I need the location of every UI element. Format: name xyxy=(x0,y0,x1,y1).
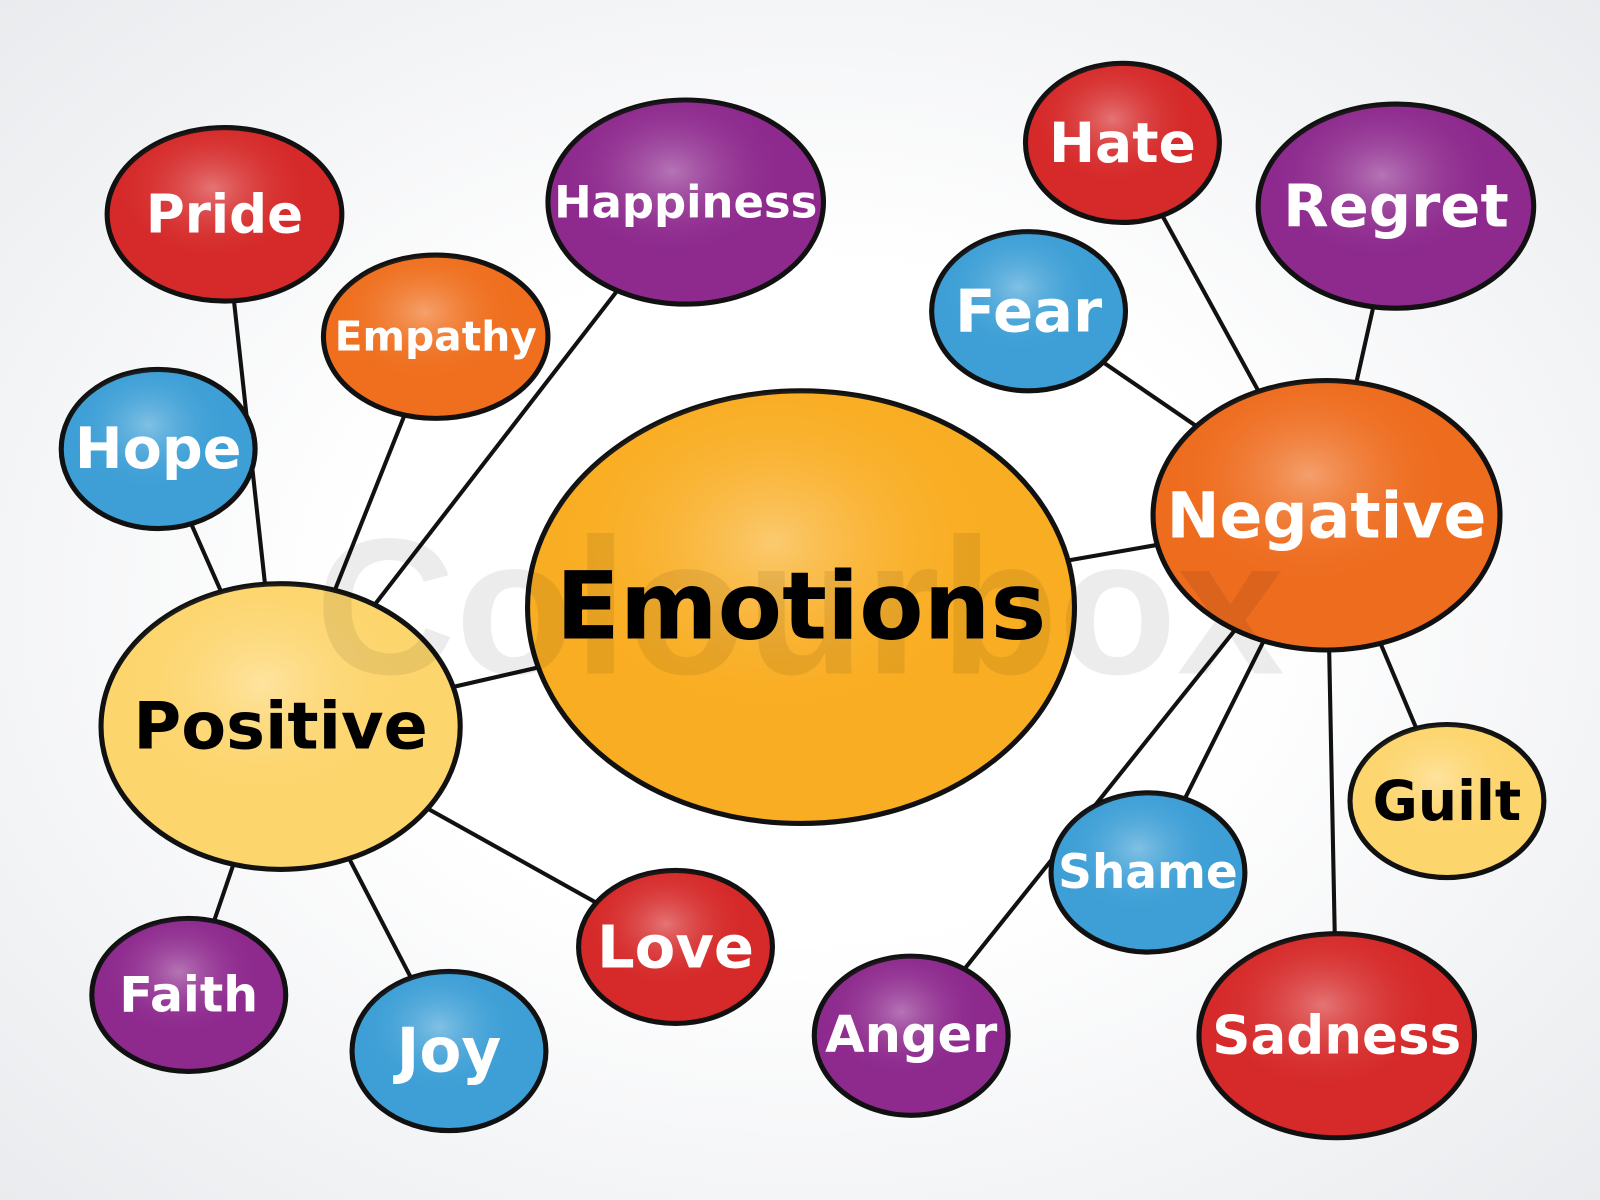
node-emotions[interactable]: Emotions xyxy=(525,388,1078,827)
node-negative[interactable]: Negative xyxy=(1150,378,1503,653)
node-pride-label: Pride xyxy=(146,183,303,245)
node-positive-label: Positive xyxy=(133,689,427,765)
node-anger[interactable]: Anger xyxy=(811,953,1011,1118)
node-love[interactable]: Love xyxy=(576,867,775,1027)
node-empathy[interactable]: Empathy xyxy=(320,252,551,421)
node-anger-label: Anger xyxy=(825,1006,998,1065)
node-shame-label: Shame xyxy=(1058,845,1238,900)
node-happiness-label: Happiness xyxy=(554,176,817,229)
node-empathy-label: Empathy xyxy=(335,313,537,361)
node-guilt-label: Guilt xyxy=(1373,769,1522,833)
node-faith[interactable]: Faith xyxy=(89,915,289,1074)
node-joy-label: Joy xyxy=(393,1016,502,1087)
node-pride[interactable]: Pride xyxy=(104,124,345,304)
node-positive[interactable]: Positive xyxy=(98,581,463,872)
node-fear-label: Fear xyxy=(955,277,1103,346)
node-shame[interactable]: Shame xyxy=(1048,790,1248,955)
node-fear[interactable]: Fear xyxy=(929,229,1129,394)
node-sadness[interactable]: Sadness xyxy=(1196,931,1478,1141)
node-hate-label: Hate xyxy=(1049,111,1196,175)
node-regret[interactable]: Regret xyxy=(1255,101,1537,311)
node-guilt[interactable]: Guilt xyxy=(1347,721,1547,881)
node-hate[interactable]: Hate xyxy=(1022,60,1222,225)
node-sadness-label: Sadness xyxy=(1212,1005,1461,1067)
node-negative-label: Negative xyxy=(1167,478,1487,552)
node-joy[interactable]: Joy xyxy=(349,968,549,1134)
node-hope[interactable]: Hope xyxy=(58,366,258,532)
node-emotions-label: Emotions xyxy=(556,553,1047,662)
node-regret-label: Regret xyxy=(1283,172,1509,241)
node-faith-label: Faith xyxy=(119,966,258,1023)
node-happiness[interactable]: Happiness xyxy=(545,97,827,307)
node-hope-label: Hope xyxy=(75,416,242,482)
node-love-label: Love xyxy=(597,912,754,981)
watermark: Colourbox xyxy=(315,498,1284,715)
